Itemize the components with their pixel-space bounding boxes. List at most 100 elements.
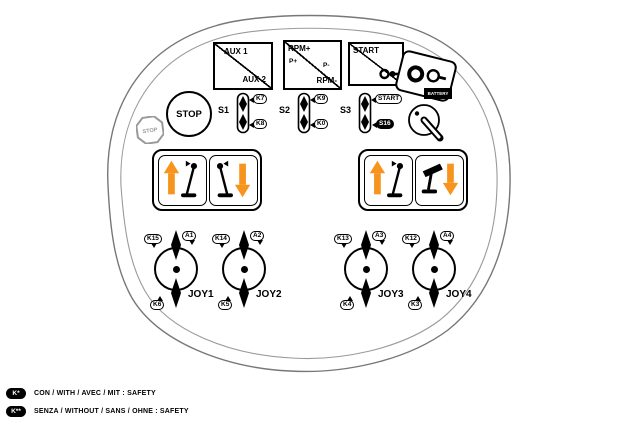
stop-sign-icon: STOP — [136, 116, 164, 144]
start-label: START — [353, 46, 380, 55]
pointer-icon — [157, 296, 163, 301]
pointer-icon — [225, 296, 231, 301]
joystick-center-dot — [240, 265, 248, 273]
pill-label: A4 — [443, 231, 452, 239]
rocker-switch-icon — [358, 92, 372, 134]
joystick-name: JOY1 — [188, 289, 214, 300]
joystick-center-dot — [172, 265, 180, 273]
pointer-icon — [415, 296, 421, 301]
joystick-center-dot — [362, 265, 370, 273]
aux-function-box: AUX 1 AUX 2 — [213, 42, 273, 90]
pill-label: K8 — [256, 119, 265, 127]
left-pictogram-panel — [152, 149, 262, 211]
joystick-name: JOY4 — [446, 289, 472, 300]
pill-label: K12 — [405, 234, 417, 242]
pointer-icon — [219, 243, 225, 248]
selector-s1: S1 K7 K8 — [218, 92, 282, 134]
pill-label: A2 — [253, 231, 262, 239]
pointer-icon — [372, 122, 377, 128]
joystick-joy1: K15 A1 K6 JOY1 — [138, 228, 230, 314]
joystick-pill-top-left: K13 — [334, 234, 352, 248]
stop-button: STOP — [166, 91, 212, 137]
pill-label: K4 — [343, 300, 352, 308]
stop-sign-label: STOP — [142, 127, 158, 135]
stop-button-label: STOP — [176, 108, 202, 120]
pictogram-lever-up — [158, 155, 207, 206]
pill-label: K13 — [337, 234, 349, 242]
battery-label: BATTERY — [424, 88, 452, 99]
start-function-box: START — [348, 42, 404, 86]
joystick-name: JOY3 — [378, 289, 404, 300]
pill-label: A1 — [185, 231, 194, 239]
rocker-switch-icon — [297, 92, 311, 134]
aux2-label: AUX 2 — [242, 75, 266, 84]
joystick-joy4: K12 A4 K3 JOY4 — [396, 228, 488, 314]
selector-name: S3 — [340, 105, 352, 115]
joystick-joy2: K14 A2 K5 JOY2 — [206, 228, 298, 314]
rpm-plus-label: RPM+ — [288, 44, 311, 53]
pointer-icon — [341, 243, 347, 248]
pill-label: K15 — [147, 234, 159, 242]
legend-text: SENZA / WITHOUT / SANS / OHNE : SAFETY — [34, 407, 189, 415]
key-switch-panel — [393, 48, 459, 104]
pill-label: K7 — [256, 94, 265, 102]
joystick-pill-top-right: A3 — [372, 231, 387, 245]
legend-text: CON / WITH / AVEC / MIT : SAFETY — [34, 389, 156, 397]
pictogram-lever-up — [364, 155, 413, 206]
pointer-icon — [151, 243, 157, 248]
pointer-icon — [379, 240, 385, 245]
joystick-pill-top-right: A2 — [250, 231, 265, 245]
joystick-center-dot — [430, 265, 438, 273]
pill-label: K6 — [153, 300, 162, 308]
pointer-icon — [347, 296, 353, 301]
p-minus-label: P- — [323, 62, 330, 69]
pointer-icon — [409, 243, 415, 248]
pill-label: START — [378, 94, 400, 102]
aux1-label: AUX 1 — [224, 47, 248, 56]
rotary-lever-switch-icon — [408, 104, 444, 142]
right-pictogram-panel — [358, 149, 468, 211]
p-plus-label: P+ — [289, 58, 298, 65]
joystick-pill-top-left: K12 — [402, 234, 420, 248]
pointer-icon — [310, 122, 315, 128]
selector-top-pill: START — [371, 94, 403, 104]
selector-name: S1 — [218, 105, 230, 115]
selector-top-pill: K7 — [249, 94, 268, 104]
legend-row-with-safety: K* CON / WITH / AVEC / MIT : SAFETY — [6, 387, 156, 399]
pill-label: K14 — [215, 234, 227, 242]
pictogram-lever-down — [209, 155, 258, 206]
joystick-pill-top-right: A1 — [182, 231, 197, 245]
selector-bottom-pill: K8 — [249, 119, 268, 129]
axis-arrows-icon — [361, 230, 371, 308]
lever-up-icon — [163, 160, 198, 198]
joystick-pill-top-right: A4 — [440, 231, 455, 245]
selector-top-pill: K9 — [310, 94, 329, 104]
pill-label: A3 — [375, 231, 384, 239]
pointer-icon — [310, 97, 315, 103]
rocker-switch-icon — [236, 92, 250, 134]
pointer-icon — [249, 97, 254, 103]
rpm-minus-label: RPM- — [316, 76, 337, 85]
selector-s2: S2 K9 K0 — [279, 92, 343, 134]
legend-badge: K* — [6, 387, 26, 399]
selector-bottom-pill: K0 — [310, 119, 329, 129]
lever-down-icon — [216, 160, 251, 198]
selector-s3: S3 START S16 — [340, 92, 404, 134]
pill-label: S16 — [379, 119, 391, 127]
joystick-pill-bottom-left: K6 — [150, 296, 165, 310]
joystick-joy3: K13 A3 K4 JOY3 — [328, 228, 420, 314]
joystick-pill-bottom-left: K4 — [340, 296, 355, 310]
key-slot-icon — [426, 69, 447, 83]
joystick-pill-bottom-left: K3 — [408, 296, 423, 310]
axis-arrows-icon — [429, 230, 439, 308]
pill-label: K5 — [221, 300, 230, 308]
legend-row-without-safety: K** SENZA / WITHOUT / SANS / OHNE : SAFE… — [6, 405, 189, 417]
pointer-icon — [249, 122, 254, 128]
pointer-icon — [257, 240, 263, 245]
axis-arrows-icon — [239, 230, 249, 308]
pill-label: K3 — [411, 300, 420, 308]
pedal-down-icon — [421, 163, 459, 196]
legend-badge: K** — [6, 405, 26, 417]
selector-name: S2 — [279, 105, 291, 115]
